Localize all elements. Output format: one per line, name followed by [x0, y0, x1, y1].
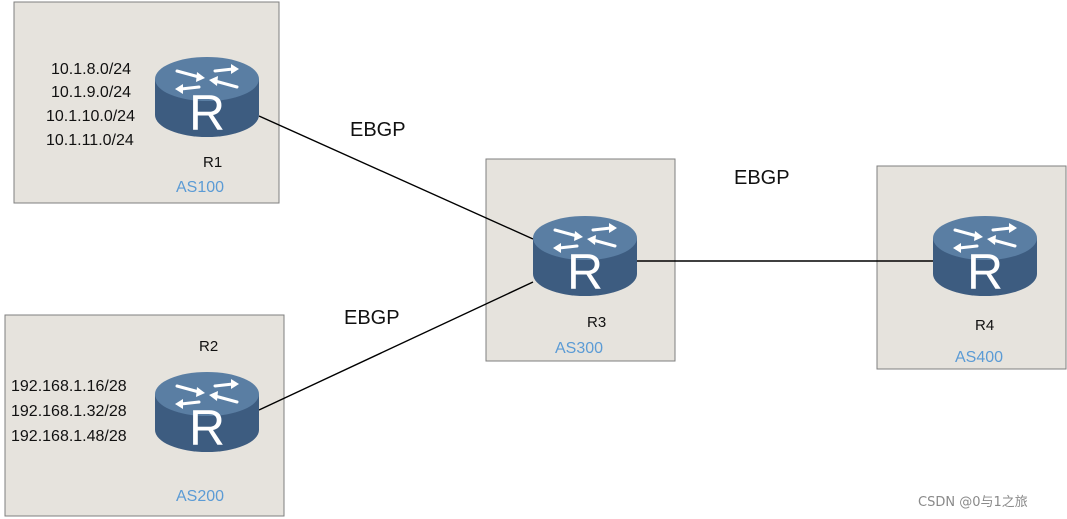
- router-r2[interactable]: R: [153, 370, 261, 456]
- router-r3[interactable]: R: [531, 214, 639, 300]
- watermark-text: CSDN @0与1之旅: [918, 495, 1028, 510]
- prefix-r1-1: 10.1.8.0/24: [51, 61, 131, 78]
- router-r1[interactable]: R: [153, 55, 261, 141]
- router-r2-letter: R: [189, 400, 225, 456]
- router-r4[interactable]: R: [931, 214, 1039, 300]
- router-name-r4: R4: [975, 317, 994, 334]
- link-label-r1-r3: EBGP: [350, 119, 406, 141]
- link-r1-r3: [258, 115, 534, 240]
- prefix-r1-3: 10.1.10.0/24: [46, 108, 135, 125]
- as-label-as200: AS200: [176, 488, 224, 505]
- prefix-r1-4: 10.1.11.0/24: [46, 132, 134, 149]
- prefix-r2-2: 192.168.1.32/28: [11, 403, 127, 420]
- router-name-r1: R1: [203, 154, 222, 171]
- router-name-r2: R2: [199, 338, 218, 355]
- link-r2-r3: [258, 281, 534, 411]
- prefix-r1-2: 10.1.9.0/24: [51, 84, 131, 101]
- as-label-as300: AS300: [555, 340, 603, 357]
- as-label-as400: AS400: [955, 349, 1003, 366]
- link-label-r2-r3: EBGP: [344, 307, 400, 329]
- prefix-r2-3: 192.168.1.48/28: [11, 428, 127, 445]
- router-name-r3: R3: [587, 314, 606, 331]
- link-label-r3-r4: EBGP: [734, 167, 790, 189]
- as-label-as100: AS100: [176, 179, 224, 196]
- router-r1-letter: R: [189, 85, 225, 141]
- router-r4-letter: R: [967, 244, 1003, 300]
- prefix-r2-1: 192.168.1.16/28: [11, 378, 127, 395]
- router-r3-letter: R: [567, 244, 603, 300]
